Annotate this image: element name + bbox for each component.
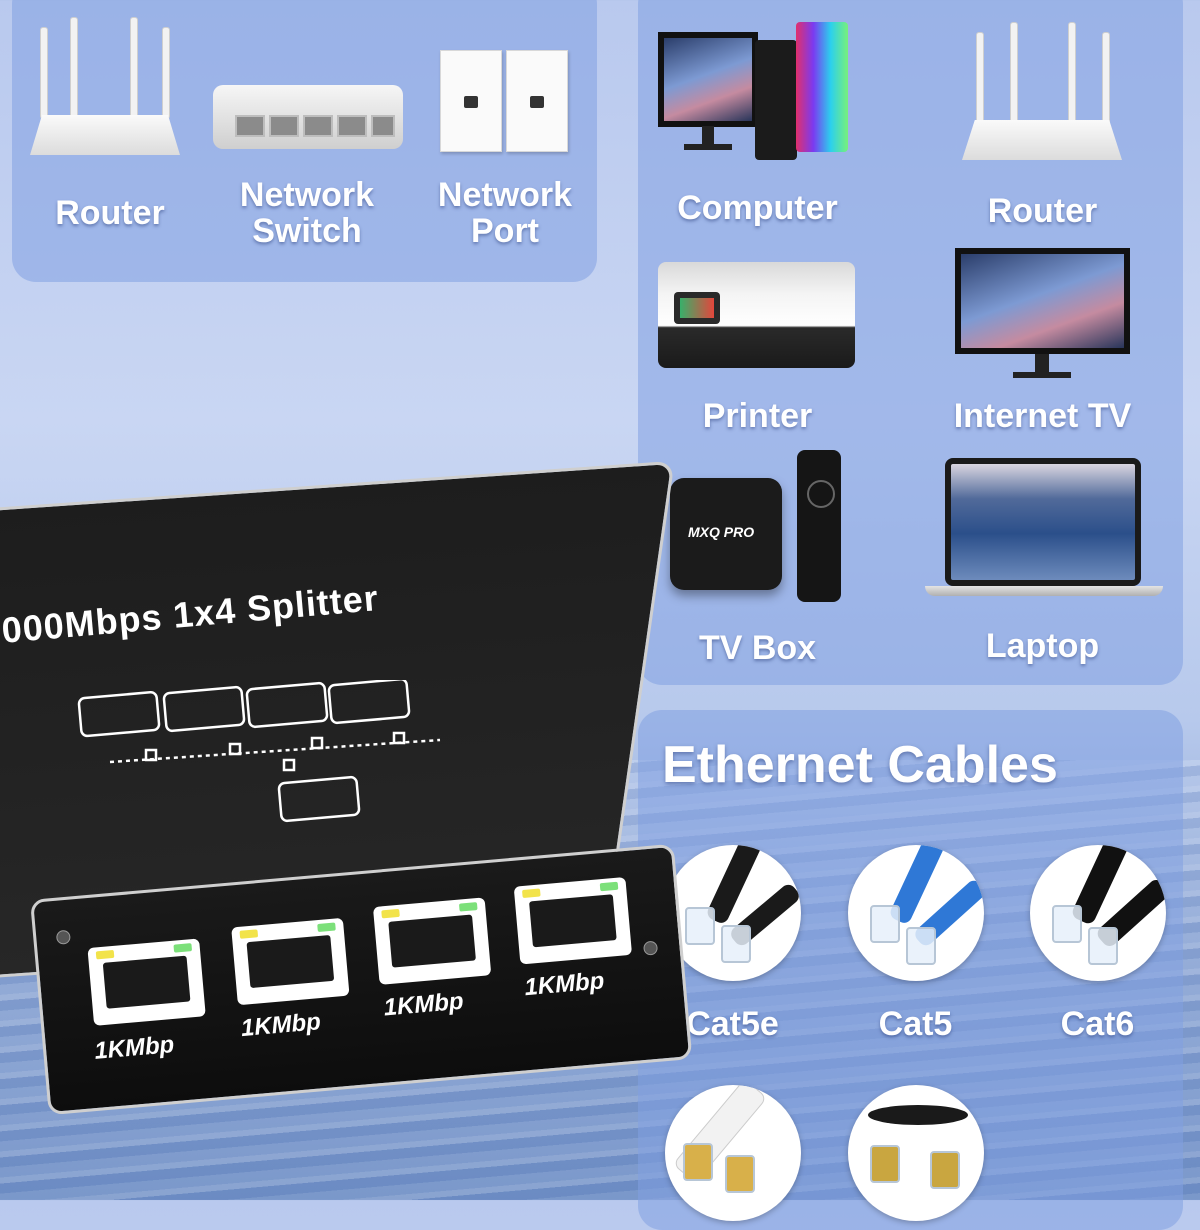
desktop-computer-icon	[658, 22, 853, 162]
ethernet-port-2[interactable]	[231, 917, 350, 1006]
topology-monitor-1	[77, 691, 161, 738]
source-label-network-switch-line1: Network	[239, 176, 375, 214]
router-icon	[30, 17, 180, 155]
ethernet-port-1[interactable]	[87, 938, 206, 1026]
target-label-router: Router	[987, 192, 1098, 230]
source-label-network-switch: Network Switch	[212, 177, 402, 249]
source-label-network-port-line1: Network	[437, 176, 573, 214]
printer-icon	[658, 262, 855, 368]
cable-label-cat5e: Cat5e	[686, 1005, 779, 1043]
screw-left	[55, 929, 71, 945]
ethernet-port-3[interactable]	[372, 897, 492, 985]
cable-cat6-image	[1030, 845, 1166, 981]
topology-monitor-source	[277, 775, 361, 823]
source-label-router: Router	[55, 194, 165, 232]
laptop-icon	[925, 458, 1163, 598]
source-label-network-port-line2: Port	[471, 212, 539, 250]
target-label-internet-tv: Internet TV	[953, 397, 1132, 435]
tv-box-brand: MXQ PRO	[688, 524, 755, 540]
cable-cat5e-image	[665, 845, 801, 981]
target-label-tv-box: TV Box	[698, 629, 817, 667]
port-label-4: 1KMbp	[523, 967, 606, 1002]
source-label-network-port: Network Port	[415, 177, 595, 249]
ethernet-port-4[interactable]	[513, 877, 633, 965]
topology-monitor-3	[245, 681, 329, 729]
splitter-topology-diagram	[77, 680, 441, 823]
source-label-network-switch-line2: Switch	[252, 212, 362, 250]
router-icon	[962, 22, 1122, 160]
target-label-computer: Computer	[677, 189, 838, 227]
cable-cat5-image	[848, 845, 984, 981]
cable-label-cat5: Cat5	[878, 1005, 953, 1043]
cable-label-cat6: Cat6	[1060, 1005, 1135, 1043]
monitor-icon	[955, 248, 1130, 384]
port-label-1: 1KMbp	[93, 1031, 176, 1065]
tv-box-icon: MXQ PRO	[670, 450, 845, 605]
wall-port-icon	[440, 50, 570, 152]
target-label-laptop: Laptop	[985, 627, 1100, 665]
topology-monitor-2	[162, 685, 246, 733]
screw-right	[642, 940, 659, 956]
cable-flat-white-image	[665, 1085, 801, 1221]
network-switch-icon	[213, 85, 403, 149]
target-label-printer: Printer	[702, 397, 813, 435]
port-label-2: 1KMbp	[239, 1008, 322, 1043]
ethernet-cables-title: Ethernet Cables	[662, 736, 1058, 794]
cable-shielded-black-image	[848, 1085, 984, 1221]
port-label-3: 1KMbp	[382, 987, 465, 1022]
topology-monitor-4	[327, 680, 411, 725]
